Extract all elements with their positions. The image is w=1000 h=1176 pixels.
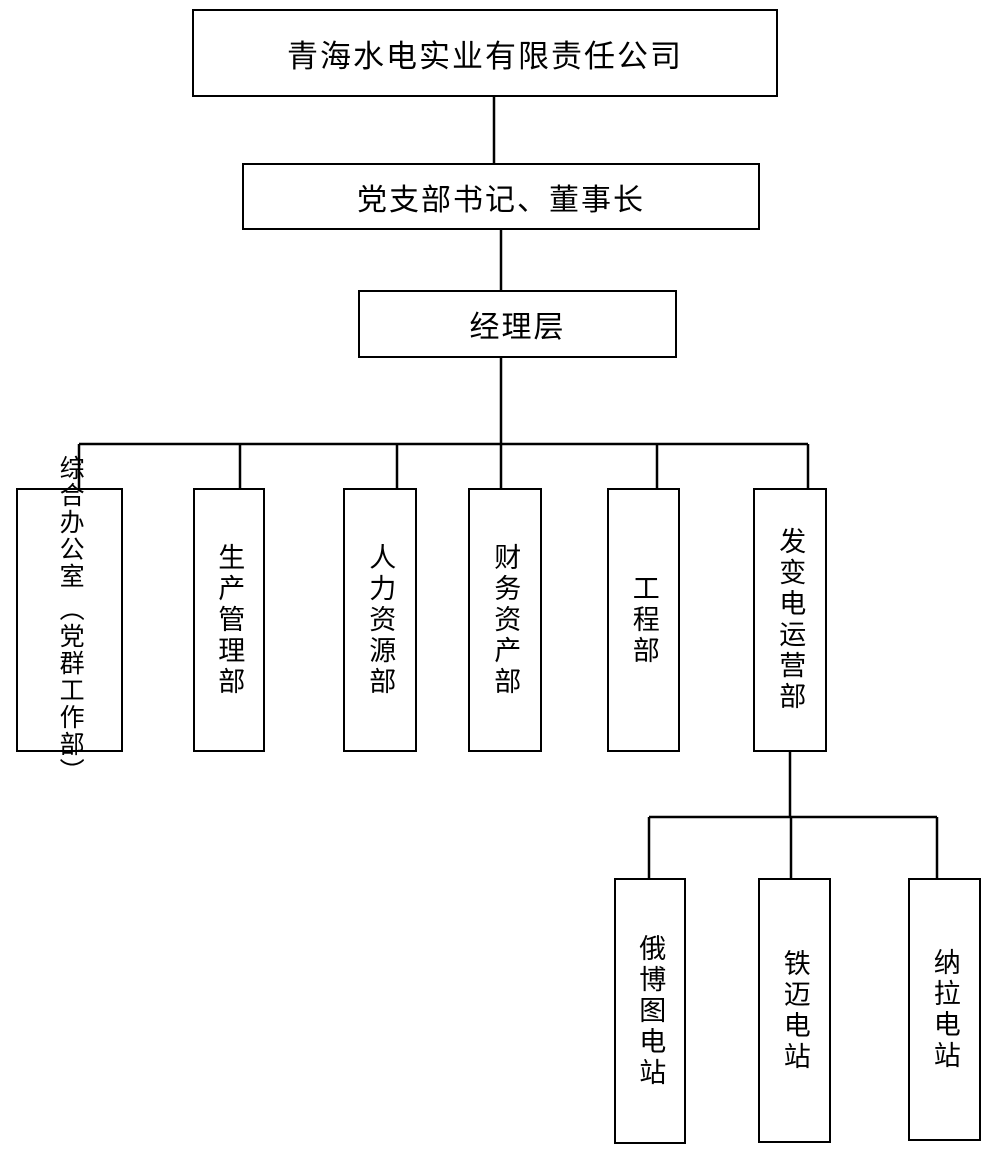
org-node-ebotu-station-label: 俄博图电站 bbox=[635, 933, 666, 1089]
org-node-power-operations-label: 发变电运营部 bbox=[775, 527, 806, 713]
org-node-nala-station: 纳拉电站 bbox=[908, 878, 981, 1141]
org-node-human-resources-label: 人力资源部 bbox=[365, 542, 396, 698]
org-node-tiemai-station: 铁迈电站 bbox=[758, 878, 831, 1143]
org-node-general-office: （党群工作部） 综合办公室 bbox=[16, 455, 123, 785]
org-node-power-operations: 发变电运营部 bbox=[753, 488, 827, 752]
org-node-engineering-label: 工程部 bbox=[628, 573, 659, 667]
org-node-finance-assets: 财务资产部 bbox=[468, 488, 542, 752]
org-node-ebotu-station: 俄博图电站 bbox=[614, 878, 686, 1144]
org-node-company: 青海水电实业有限责任公司 bbox=[192, 9, 778, 97]
org-node-general-office-columns: （党群工作部） 综合办公室 bbox=[54, 455, 85, 785]
org-node-tiemai-station-label: 铁迈电站 bbox=[779, 948, 810, 1073]
org-node-management: 经理层 bbox=[358, 290, 677, 358]
org-node-finance-assets-label: 财务资产部 bbox=[490, 542, 521, 698]
org-node-general-office-main-label: 综合办公室 bbox=[56, 455, 84, 590]
org-node-human-resources: 人力资源部 bbox=[343, 488, 417, 752]
org-node-management-label: 经理层 bbox=[469, 311, 566, 344]
org-node-production-management: 生产管理部 bbox=[193, 488, 265, 752]
org-node-general-office-paren-label: （党群工作部） bbox=[56, 596, 84, 785]
org-node-production-management-label: 生产管理部 bbox=[214, 542, 245, 698]
org-node-engineering: 工程部 bbox=[607, 488, 680, 752]
org-node-chairman: 党支部书记、董事长 bbox=[242, 163, 760, 230]
org-node-chairman-label: 党支部书记、董事长 bbox=[357, 183, 645, 217]
org-node-company-label: 青海水电实业有限责任公司 bbox=[287, 38, 683, 74]
org-node-nala-station-label: 纳拉电站 bbox=[929, 947, 960, 1072]
